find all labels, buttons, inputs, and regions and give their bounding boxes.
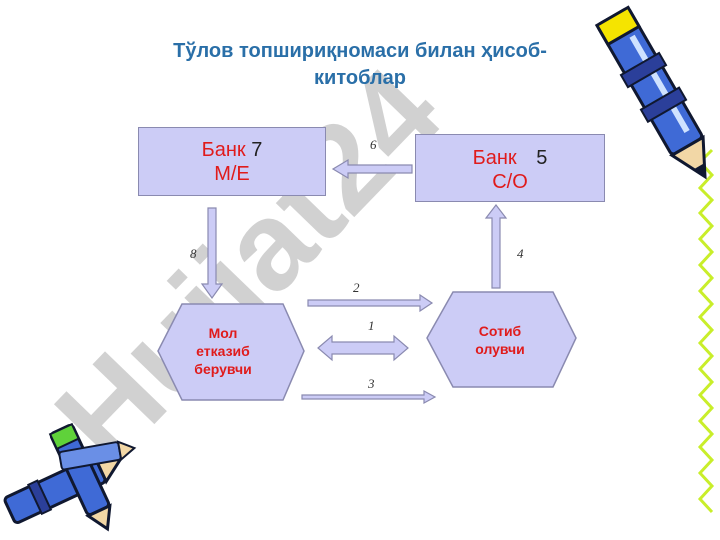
supplier-label: Мол етказиб берувчи (168, 324, 278, 378)
arrow-label-2: 2 (353, 280, 360, 295)
arrow-1-bidirectional (317, 334, 409, 362)
arrow-label-3: 3 (368, 376, 375, 391)
supplier-hexagon (157, 303, 305, 401)
bank-left-number: 7 (251, 139, 263, 161)
supplier-line2: етказиб (196, 343, 250, 359)
arrow-2-supplier-to-buyer (307, 293, 434, 313)
arrow-6-bank-to-bank (331, 158, 413, 180)
supplier-line1: Мол (208, 325, 238, 341)
supplier-line3: берувчи (194, 361, 252, 377)
title-line-2: китоблар (314, 67, 406, 89)
bank-right-line1: Банк 5 (416, 146, 604, 170)
buyer-line2: олувчи (475, 341, 525, 357)
arrow-label-8: 8 (190, 246, 197, 261)
arrow-3-supplier-to-buyer (301, 389, 437, 405)
bank-left-name: Банк (201, 139, 246, 161)
arrow-4-buyer-to-bank (484, 204, 508, 289)
pencil-icon-top-right (594, 5, 707, 180)
arrow-label-4: 4 (517, 246, 524, 261)
bank-left-sub: М/Е (214, 163, 250, 185)
buyer-hexagon (426, 291, 577, 388)
arrow-8-bank-to-supplier (200, 207, 224, 300)
bank-right-name: Банк (472, 147, 517, 169)
buyer-line1: Сотиб (478, 323, 522, 339)
arrow-label-1: 1 (368, 318, 375, 333)
page-title: Тўлов топшириқномаси билан ҳисоб- китобл… (80, 38, 640, 92)
zigzag-border-right (697, 148, 715, 514)
arrow-label-6: 6 (370, 137, 377, 152)
bank-right-number: 5 (536, 147, 548, 169)
bank-left-box: Банк 7 М/Е (138, 127, 326, 196)
bank-left-line1: Банк 7 (139, 138, 325, 162)
pencil-icon-bottom-left (3, 422, 137, 532)
bank-right-sub: С/О (492, 171, 528, 193)
buyer-label: Сотиб олувчи (440, 322, 560, 358)
bank-right-box: Банк 5 С/О (415, 134, 605, 202)
title-line-1: Тўлов топшириқномаси билан ҳисоб- (173, 40, 547, 62)
